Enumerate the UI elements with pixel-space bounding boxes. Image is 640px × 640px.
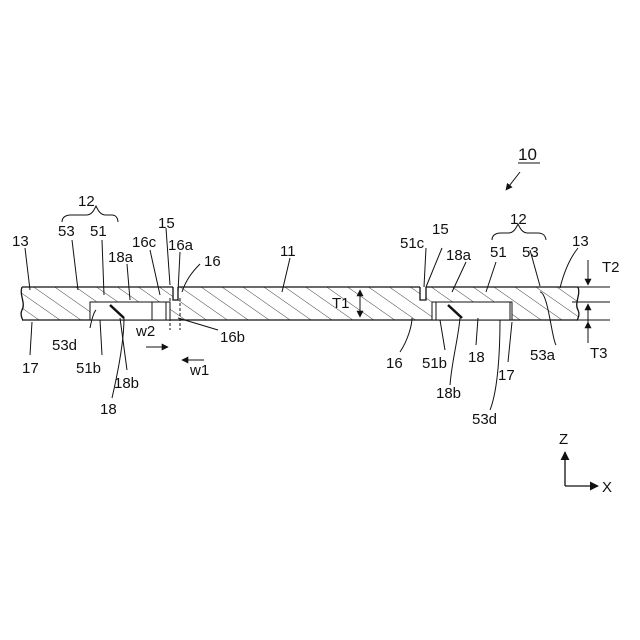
label-18b-left: 18b [114,375,139,392]
label-13-right: 13 [572,233,589,250]
dimension-w: w2 w1 [135,323,209,379]
label-12-left: 12 [78,193,95,210]
label-53-left: 53 [58,223,75,240]
label-51-left: 51 [90,223,107,240]
label-16-left-top: 16 [204,253,221,270]
label-T1: T1 [332,295,350,312]
label-53a: 53a [530,347,556,364]
label-15-right: 15 [432,221,449,238]
label-16b: 16b [220,329,245,346]
label-51-right: 51 [490,244,507,261]
label-18b-right: 18b [436,385,461,402]
label-T2: T2 [602,259,620,276]
label-53-right: 53 [522,244,539,261]
label-13-left: 13 [12,233,29,250]
label-18a-left: 18a [108,249,134,266]
label-w2: w2 [135,323,155,340]
right-reinforcement [432,302,512,320]
label-18-right: 18 [468,349,485,366]
label-12-right: 12 [510,211,527,228]
label-51c: 51c [400,235,425,252]
label-T3: T3 [590,345,608,362]
label-53d-left: 53d [52,337,77,354]
label-53d-right: 53d [472,411,497,428]
label-11: 11 [280,243,296,260]
axis-indicator: Z X [559,431,612,496]
label-51b-left: 51b [76,360,101,377]
label-17-left: 17 [22,360,39,377]
figure-number: 10 [518,145,537,164]
label-51b-right: 51b [422,355,447,372]
label-18a-right: 18a [446,247,472,264]
label-16-right: 16 [386,355,403,372]
axis-x-label: X [602,479,612,496]
label-w1: w1 [189,362,209,379]
label-16a: 16a [168,237,194,254]
label-17-right: 17 [498,367,515,384]
axis-z-label: Z [559,431,568,448]
label-16c: 16c [132,234,157,251]
figure-arrow [506,172,520,190]
left-reinforcement [90,298,180,330]
dimension-T2-T3: T2 T3 [572,259,620,362]
label-18-left: 18 [100,401,117,418]
label-15-left: 15 [158,215,175,232]
